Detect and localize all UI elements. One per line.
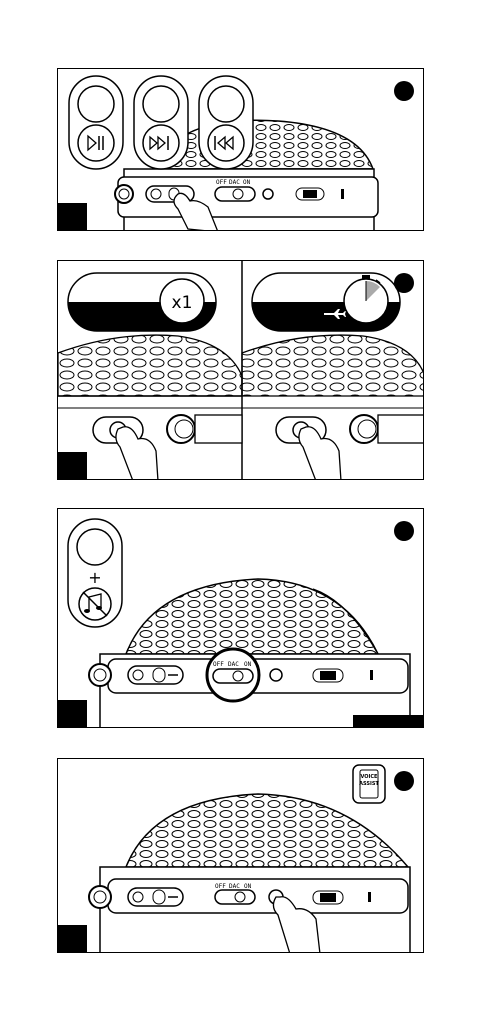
dac-mode-pill: + [68,519,122,627]
step-marker-dot [394,81,414,101]
dac-switch-highlight: OFF DAC ON [207,649,259,701]
step-marker-dot [394,771,414,791]
step-marker-dot [394,521,414,541]
plus-icon: + [88,568,101,587]
corner-bar [353,715,424,728]
switch-label-on: ON [243,179,251,186]
switch-label-dac: DAC [229,179,240,186]
speaker-dome [126,579,378,654]
timer-pill [252,273,400,331]
panel-2: x1 [57,260,424,480]
switch-label-off: OFF [213,661,224,668]
step-marker-dot [394,273,414,293]
switch-label-off: OFF [216,179,227,186]
switch-label-dac: DAC [229,883,240,890]
switch-label-on: ON [244,661,252,668]
corner-tab [58,203,87,231]
repeat-count-label: x1 [172,293,193,313]
voice-assist-line2: ASSIST [359,781,379,787]
dac-switch: OFF DAC ON [215,883,255,904]
voice-assist-line1: VOICE [361,774,379,780]
button-pill-previous [199,76,253,169]
panel-1: OFF DAC ON [57,68,424,231]
counter-pill: x1 [68,273,216,331]
corner-tab [58,452,87,480]
panel-4: OFF DAC ON VOICE ASSIST [57,758,424,953]
panel-3: OFF DAC ON + [57,508,424,728]
button-pill-play [69,76,123,169]
speaker-dome [126,794,408,867]
switch-label-off: OFF [215,883,226,890]
speaker-body [89,867,410,953]
switch-label-dac: DAC [228,661,239,668]
voice-assist-icon: VOICE ASSIST [353,765,385,803]
corner-tab [58,700,87,728]
switch-label-on: ON [244,883,252,890]
corner-tab [58,925,87,953]
button-pill-next [134,76,188,169]
speaker-dome-right [242,335,424,480]
